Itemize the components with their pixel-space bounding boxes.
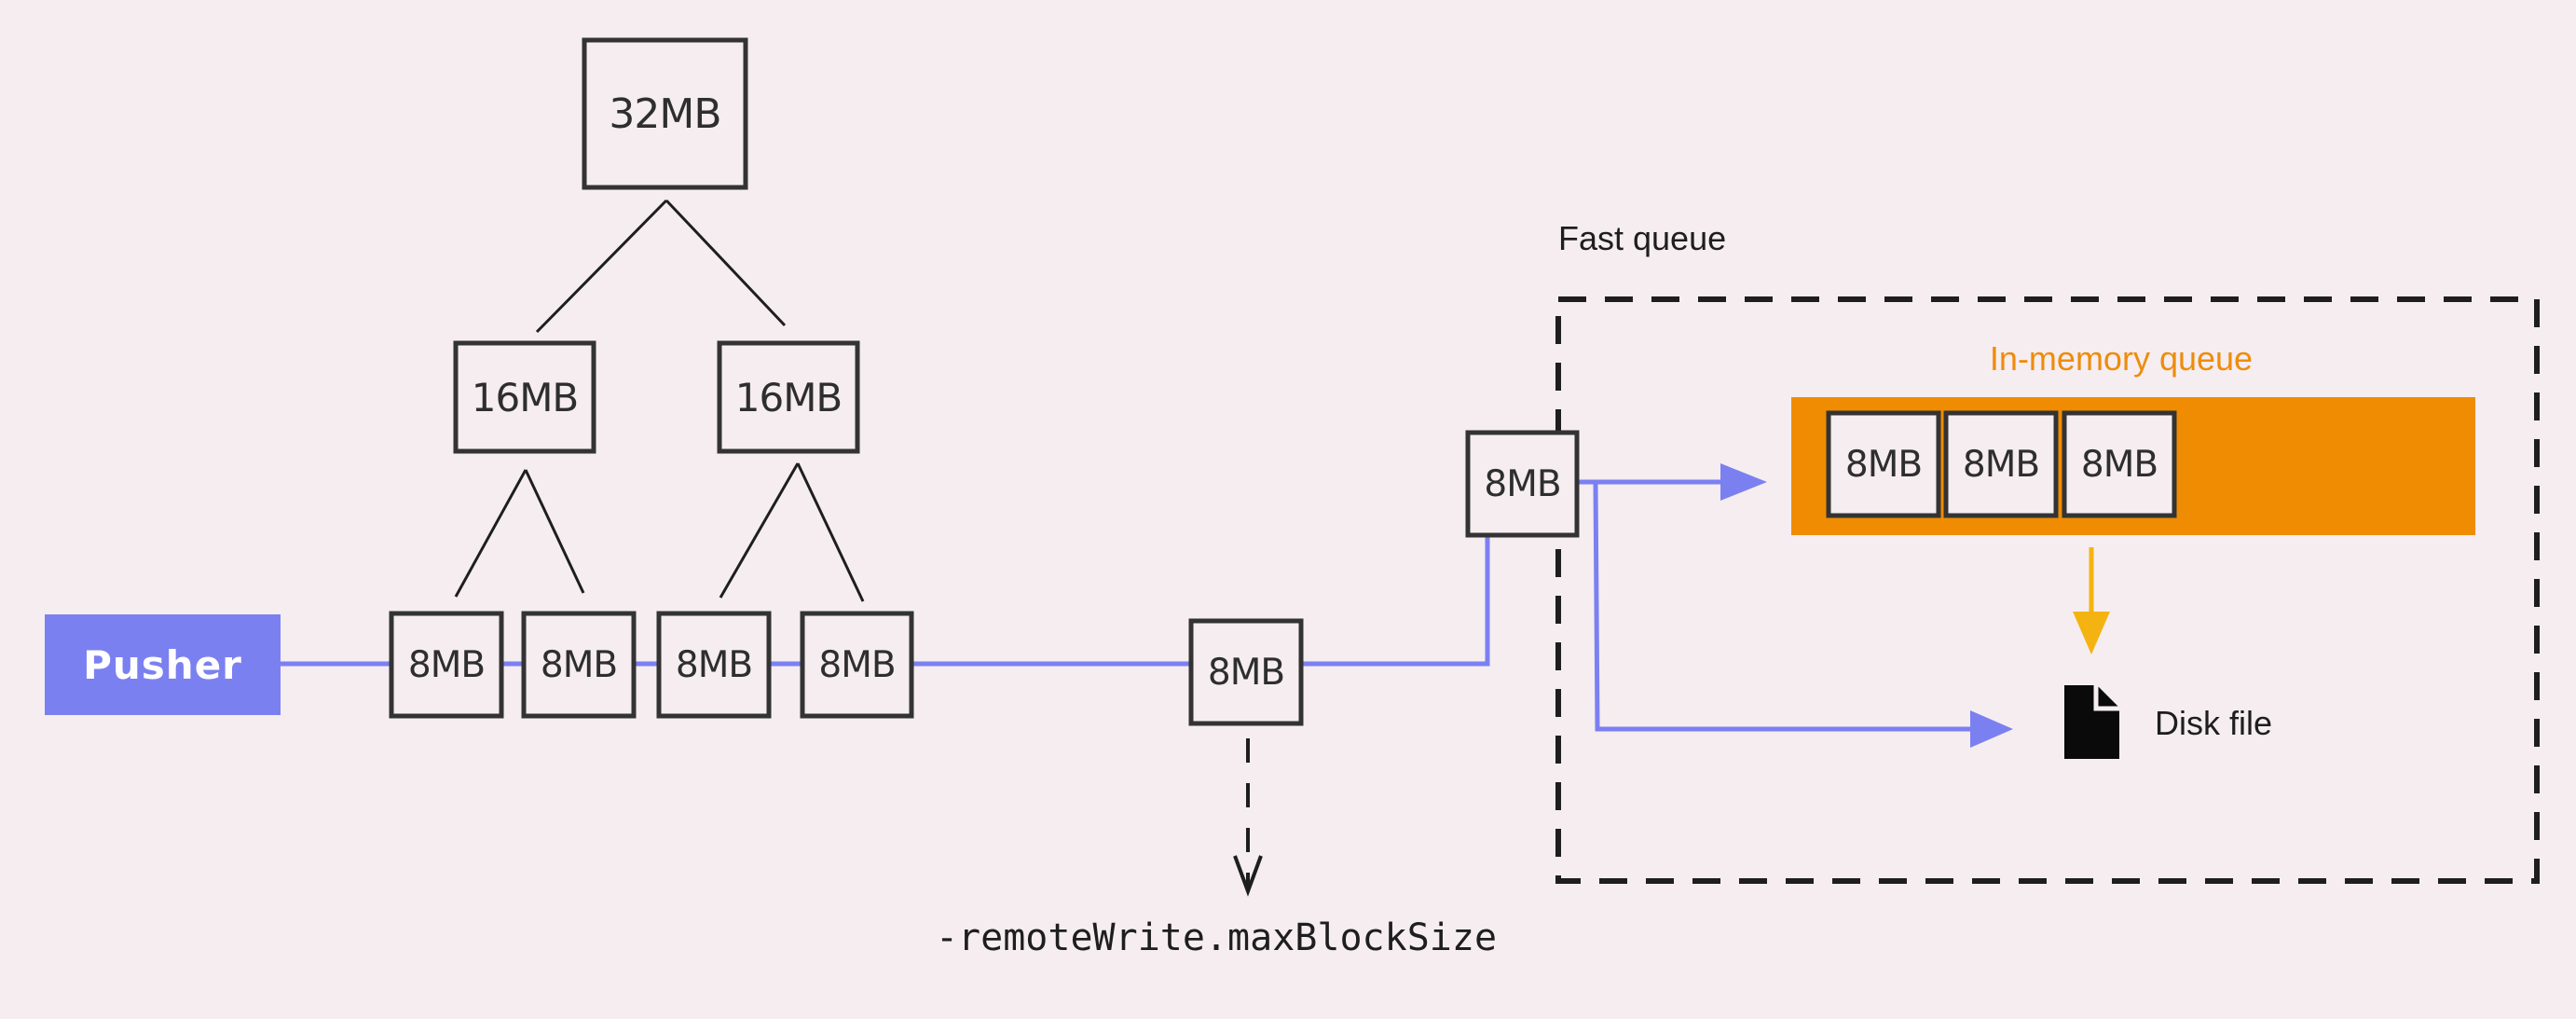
memory-block-1-box: [1826, 410, 1941, 518]
memory-block-3-label: 8MB: [2080, 443, 2158, 486]
middle-block-box: [1188, 618, 1304, 726]
arrow-to-disk-icon: [1970, 710, 2013, 748]
memory-block-3-box: [2062, 410, 2177, 518]
fast-queue-title: Fast queue: [1558, 219, 1727, 257]
block-16mb-right-box: [717, 340, 860, 454]
block-8mb-4-label: 8MB: [818, 643, 896, 686]
memory-block-1-label: 8MB: [1844, 443, 1923, 486]
tree-connectors: [454, 199, 865, 602]
incoming-block-box: [1465, 430, 1580, 538]
block-8mb-3-box: [656, 611, 772, 719]
block-8mb-4-box: [800, 611, 914, 719]
flow-line: [280, 479, 1978, 732]
block-32mb-label: 32MB: [609, 90, 721, 138]
arrow-to-memory-icon: [1720, 463, 1767, 501]
pusher-label: Pusher: [83, 641, 242, 688]
memory-block-2-box: [1943, 410, 2059, 518]
max-block-arrow: [1233, 738, 1263, 897]
memory-block-2-label: 8MB: [1962, 443, 2040, 486]
incoming-block-label: 8MB: [1484, 462, 1561, 505]
max-block-size-flag: -remoteWrite.maxBlockSize: [935, 916, 1498, 959]
block-16mb-left-label: 16MB: [471, 374, 580, 420]
block-32mb-box: [582, 37, 748, 190]
block-16mb-left-box: [453, 340, 596, 454]
spill-arrow: [2073, 547, 2110, 654]
fast-queue-border: [1555, 296, 2540, 884]
pusher-box: [45, 614, 281, 715]
block-8mb-2-box: [521, 611, 637, 719]
block-16mb-right-label: 16MB: [734, 374, 843, 420]
block-8mb-3-label: 8MB: [675, 643, 753, 686]
middle-block-label: 8MB: [1207, 651, 1285, 694]
in-memory-queue-title: In-memory queue: [1989, 339, 2254, 378]
disk-file-label: Disk file: [2155, 704, 2273, 742]
block-8mb-2-label: 8MB: [540, 643, 618, 686]
block-8mb-1-box: [389, 611, 504, 719]
block-8mb-1-label: 8MB: [407, 643, 486, 686]
file-icon: [2064, 685, 2119, 759]
